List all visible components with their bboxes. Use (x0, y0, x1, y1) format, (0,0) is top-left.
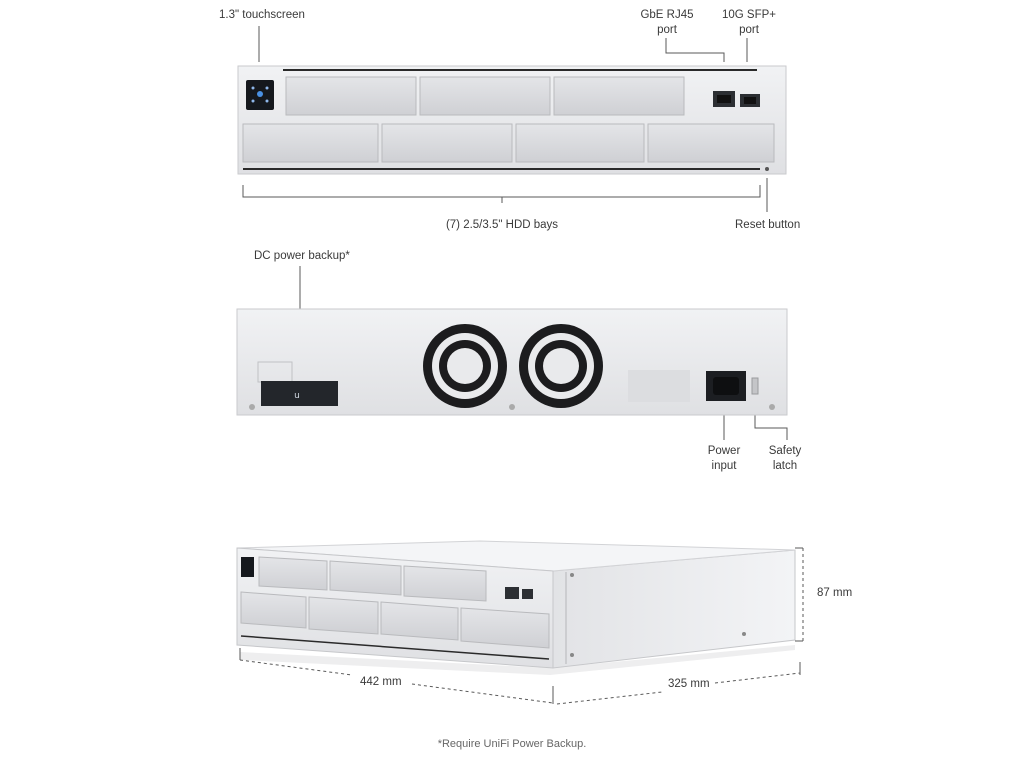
svg-text:u: u (294, 391, 300, 401)
sfp-port-label: 10G SFP+ port (721, 9, 776, 36)
rj45-port-label: GbE RJ45 port (640, 9, 694, 36)
hdd-bays-label: (7) 2.5/3.5" HDD bays (445, 219, 559, 231)
hdd-bay[interactable] (403, 565, 487, 602)
hdd-bay[interactable] (308, 596, 379, 635)
fan (423, 324, 507, 408)
sfp-port[interactable] (522, 589, 533, 599)
depth-dimension-label: 325 mm (668, 678, 710, 690)
hdd-bay[interactable] (647, 123, 775, 163)
front-callout-lines (242, 26, 768, 212)
reset-button[interactable] (765, 167, 769, 171)
hdd-bay[interactable] (329, 560, 402, 596)
hdd-bay[interactable] (553, 76, 685, 116)
hdd-bay[interactable] (242, 123, 379, 163)
hdd-bay[interactable] (258, 556, 328, 591)
reset-button-label: Reset button (735, 219, 801, 231)
hdd-bay[interactable] (515, 123, 645, 163)
hdd-bay[interactable] (380, 601, 459, 641)
rear-view: u (236, 308, 788, 416)
hdd-bay[interactable] (460, 607, 550, 649)
dc-power-backup-label: DC power backup* (254, 250, 350, 262)
footnote: *Require UniFi Power Backup. (437, 738, 587, 750)
isometric-view (236, 540, 796, 675)
hdd-bay[interactable] (240, 591, 307, 629)
safety-latch-label: Safety latch (768, 445, 802, 472)
rj45-port[interactable] (505, 587, 519, 599)
width-dimension-label: 442 mm (360, 676, 402, 688)
safety-latch[interactable] (751, 377, 759, 395)
power-input-label: Power input (707, 445, 741, 472)
hdd-bay[interactable] (381, 123, 513, 163)
hdd-bay[interactable] (419, 76, 551, 116)
front-view (237, 65, 787, 175)
height-dimension-label: 87 mm (817, 587, 853, 599)
dimension-lines (239, 547, 804, 705)
dc-power-port[interactable] (261, 381, 338, 406)
touchscreen-label: 1.3" touchscreen (219, 9, 305, 21)
hdd-bay[interactable] (285, 76, 417, 116)
touchscreen[interactable] (241, 557, 254, 577)
fan (519, 324, 603, 408)
